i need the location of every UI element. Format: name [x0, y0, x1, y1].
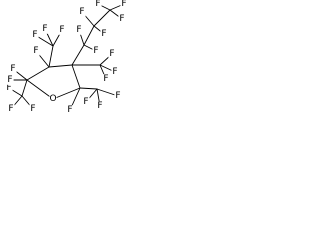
atom-background-F7 [41, 24, 49, 34]
atom-background-F9 [75, 25, 83, 35]
fluorine-atom-label: F [33, 46, 38, 56]
atom-background-F14 [120, 0, 128, 9]
fluorine-atom-label: F [119, 14, 124, 24]
atom-background-F20 [82, 97, 90, 107]
bond-Cd-Ce [93, 9, 111, 27]
fluorine-atom-label: F [83, 97, 88, 107]
atom-background-F2 [5, 83, 13, 93]
atom-background-F11 [78, 7, 86, 17]
atom-background-F13 [94, 0, 102, 9]
bond-O1-C2 [26, 79, 54, 100]
atom-background-F23 [6, 75, 14, 85]
fluorine-atom-label: F [112, 67, 117, 77]
atom-background-F12 [100, 29, 108, 39]
fluorine-atom-label: F [76, 25, 81, 35]
fluorine-atom-label: F [121, 0, 126, 9]
atom-background-F21 [96, 101, 104, 111]
fluorine-atom-label: F [59, 25, 64, 35]
fluorine-atom-label: F [32, 30, 37, 40]
atom-background-F22 [114, 91, 122, 101]
bond-layer [8, 3, 125, 111]
fluorine-atom-label: F [109, 49, 114, 59]
atom-background-F19 [66, 105, 74, 115]
bond-C5-Cg [79, 87, 98, 90]
fluorine-atom-label: F [93, 46, 98, 56]
fluorine-atom-label: F [10, 64, 15, 74]
atom-background-F17 [111, 67, 119, 77]
bond-C2-C3 [26, 66, 50, 81]
atom-background-F4 [29, 104, 37, 114]
atom-background-F18 [102, 74, 110, 84]
atom-background-F16 [108, 49, 116, 59]
atom-background-F5 [32, 46, 40, 56]
fluorine-atom-label: F [30, 104, 35, 114]
fluorine-atom-label: F [42, 24, 47, 34]
atom-background-F1 [9, 64, 17, 74]
fluorine-atom-label: F [115, 91, 120, 101]
fluorine-atom-label: F [97, 101, 102, 111]
fluorine-atom-label: F [67, 105, 72, 115]
bond-C5-O1 [52, 87, 81, 100]
atom-background-F8 [58, 25, 66, 35]
atom-background-F3 [7, 104, 15, 114]
fluorine-atom-label: F [95, 0, 100, 9]
bond-C3-C4 [48, 64, 73, 68]
atom-background-F6 [31, 30, 39, 40]
bond-C2-Ca [21, 79, 28, 97]
fluorine-atom-label: F [79, 7, 84, 17]
fluorine-atom-label: F [103, 74, 108, 84]
fluorine-atom-label: F [7, 75, 12, 85]
fluorine-atom-label: F [6, 83, 11, 93]
atom-background-O1 [49, 94, 57, 104]
fluorine-atom-label: F [101, 29, 106, 39]
fluorine-atom-label: F [8, 104, 13, 114]
atom-background-F15 [118, 14, 126, 24]
bond-C4-Cc [71, 44, 85, 66]
atom-background-F10 [92, 46, 100, 56]
bond-Cc-Cd [83, 25, 95, 46]
bond-C4-C5 [71, 64, 81, 89]
oxygen-atom-label: O [49, 94, 56, 104]
bond-C3-Cb [48, 45, 54, 68]
